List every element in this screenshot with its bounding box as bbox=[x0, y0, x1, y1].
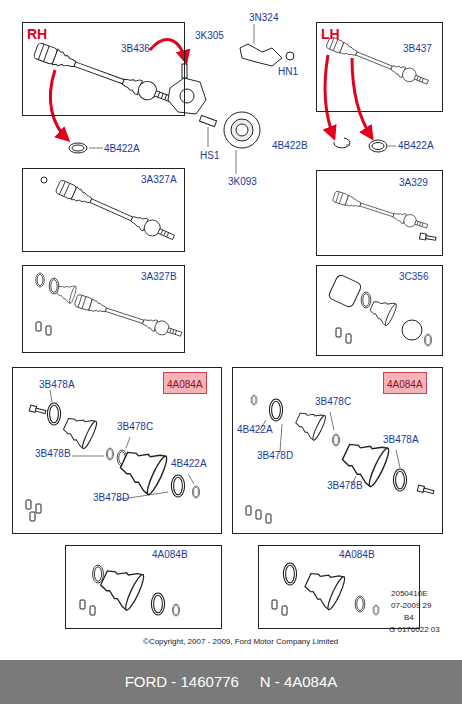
part-number: 3B478B bbox=[327, 480, 363, 492]
parts-panel: LH 3B437 bbox=[316, 22, 443, 112]
part-number: 3B436 bbox=[121, 43, 150, 55]
parts-panel: RH 3B436 bbox=[22, 22, 185, 116]
callout-number: 4B422B bbox=[272, 140, 308, 152]
part-number: 3B478D bbox=[93, 492, 129, 504]
callout-number: HS1 bbox=[200, 150, 219, 162]
side-label: RH bbox=[27, 26, 47, 42]
kit-badge: 4A084A bbox=[383, 372, 427, 394]
part-number: 3B478D bbox=[257, 450, 293, 462]
callout-number: 3K305 bbox=[195, 30, 224, 42]
part-number: 3B478A bbox=[383, 434, 419, 446]
parts-panel: 4A084B bbox=[65, 545, 222, 629]
part-number: 4A084B bbox=[152, 549, 188, 561]
callout-number: HN1 bbox=[278, 66, 298, 78]
parts-panel: 3B478A 3B478C 3B478B 4B422A 3B478D 4A084A bbox=[12, 367, 222, 534]
parts-panel: 3A327B bbox=[22, 265, 185, 353]
part-number: 3C356 bbox=[399, 271, 428, 283]
part-number: 4B422A bbox=[171, 458, 207, 470]
parts-panel: 3A329 bbox=[316, 170, 443, 256]
parts-panel: 3A327A bbox=[22, 168, 185, 252]
part-number: 3B478C bbox=[315, 396, 351, 408]
part-number: 4A084A bbox=[387, 379, 423, 390]
parts-panel: 4A084B bbox=[258, 545, 420, 629]
part-number: 3A329 bbox=[399, 177, 428, 189]
note-text: G 0176022 03 bbox=[389, 625, 440, 635]
part-number: 4A084B bbox=[339, 549, 375, 561]
part-number: 4A084A bbox=[167, 379, 203, 390]
part-number: 3B478A bbox=[39, 379, 75, 391]
note-text: 07-2009 29 bbox=[391, 601, 431, 611]
note-text: ©Copyright, 2007 - 2009, Ford Motor Comp… bbox=[143, 637, 338, 647]
side-label: LH bbox=[321, 26, 340, 42]
callout-number: 4B422A bbox=[398, 140, 434, 152]
part-number: 3B478B bbox=[35, 448, 71, 460]
part-number: 3A327B bbox=[141, 271, 177, 283]
callout-number: 3K093 bbox=[228, 176, 257, 188]
part-number: 3B478C bbox=[117, 421, 153, 433]
callout-number: 4B422A bbox=[104, 143, 140, 155]
parts-panel: 4B422A 3B478C 3B478D 3B478A 3B478B 4A084A bbox=[232, 367, 443, 534]
note-text: B4 bbox=[404, 613, 414, 623]
kit-badge: 4A084A bbox=[163, 372, 207, 394]
part-number: 3B437 bbox=[403, 43, 432, 55]
note-text: 2050410E bbox=[391, 589, 427, 599]
part-number: 3A327A bbox=[141, 174, 177, 186]
caption-text: FORD - 1460776 N - 4A084A bbox=[0, 672, 462, 692]
part-number: 4B422A bbox=[237, 424, 273, 436]
callout-number: 3N324 bbox=[249, 12, 278, 24]
parts-panel: 3C356 bbox=[316, 265, 443, 356]
